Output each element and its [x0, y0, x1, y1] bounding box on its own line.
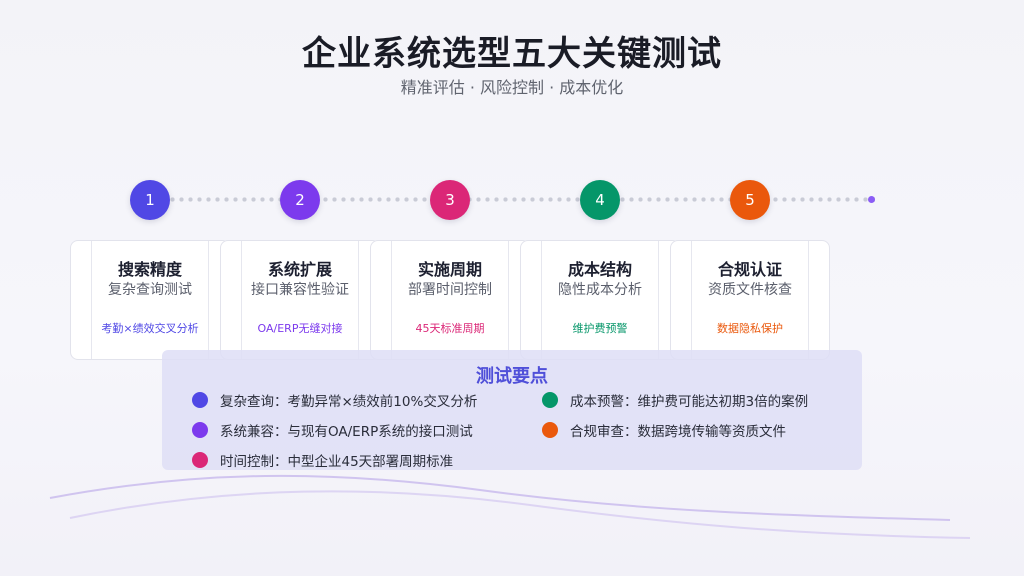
bullet-dot-icon: [192, 452, 208, 468]
key-point-item: 合规审查：数据跨境传输等资质文件: [542, 420, 786, 440]
step-circle-3: 3: [430, 180, 470, 220]
step-card-4: 成本结构 隐性成本分析 维护费预警: [520, 240, 680, 360]
key-point-text: 复杂查询：考勤异常×绩效前10%交叉分析: [220, 394, 478, 410]
step-card-title: 实施周期: [417, 260, 482, 279]
step-card-tag: 考勤×绩效交叉分析: [101, 322, 199, 335]
step-card-1: 搜索精度 复杂查询测试 考勤×绩效交叉分析: [70, 240, 230, 360]
step-card-title: 成本结构: [567, 260, 632, 279]
step-card-tag: 数据隐私保护: [717, 322, 783, 335]
key-points-title: 测试要点: [476, 366, 548, 387]
step-card-tag: 45天标准周期: [415, 322, 485, 335]
key-point-item: 成本预警：维护费可能达初期3倍的案例: [542, 390, 808, 410]
step-circle-4: 4: [580, 180, 620, 220]
step-card-5: 合规认证 资质文件核查 数据隐私保护: [670, 240, 830, 360]
key-point-text: 时间控制：中型企业45天部署周期标准: [220, 454, 454, 470]
bullet-dot-icon: [542, 422, 558, 438]
step-card-title: 合规认证: [717, 260, 782, 279]
step-card-subtitle: 隐性成本分析: [558, 282, 642, 298]
timeline-connector: [150, 197, 875, 202]
key-point-text: 合规审查：数据跨境传输等资质文件: [570, 424, 786, 440]
step-card-title: 系统扩展: [267, 260, 332, 279]
step-card-3: 实施周期 部署时间控制 45天标准周期: [370, 240, 530, 360]
bullet-dot-icon: [192, 392, 208, 408]
step-card-subtitle: 复杂查询测试: [108, 282, 192, 298]
decorative-waves: [49, 474, 971, 539]
page-subtitle: 精准评估 · 风险控制 · 成本优化: [400, 78, 624, 97]
key-point-text: 成本预警：维护费可能达初期3倍的案例: [570, 394, 809, 410]
step-card-tag: 维护费预警: [572, 322, 628, 335]
step-card-subtitle: 部署时间控制: [408, 282, 492, 298]
bullet-dot-icon: [192, 422, 208, 438]
bullet-dot-icon: [542, 392, 558, 408]
step-card-title: 搜索精度: [117, 260, 182, 279]
page-title: 企业系统选型五大关键测试: [302, 34, 722, 74]
step-card-tag: OA/ERP无缝对接: [257, 322, 343, 335]
timeline-end-dot: [868, 196, 875, 203]
step-card-subtitle: 接口兼容性验证: [251, 282, 349, 298]
step-circle-1: 1: [130, 180, 170, 220]
key-point-item: 系统兼容：与现有OA/ERP系统的接口测试: [192, 420, 473, 440]
key-point-text: 系统兼容：与现有OA/ERP系统的接口测试: [220, 424, 473, 440]
key-point-item: 复杂查询：考勤异常×绩效前10%交叉分析: [192, 390, 477, 410]
step-circle-5: 5: [730, 180, 770, 220]
step-circle-2: 2: [280, 180, 320, 220]
key-points-panel: 测试要点 复杂查询：考勤异常×绩效前10%交叉分析 系统兼容：与现有OA/ERP…: [162, 350, 862, 470]
step-card-2: 系统扩展 接口兼容性验证 OA/ERP无缝对接: [220, 240, 380, 360]
step-card-subtitle: 资质文件核查: [708, 282, 792, 298]
key-point-item: 时间控制：中型企业45天部署周期标准: [192, 450, 453, 470]
